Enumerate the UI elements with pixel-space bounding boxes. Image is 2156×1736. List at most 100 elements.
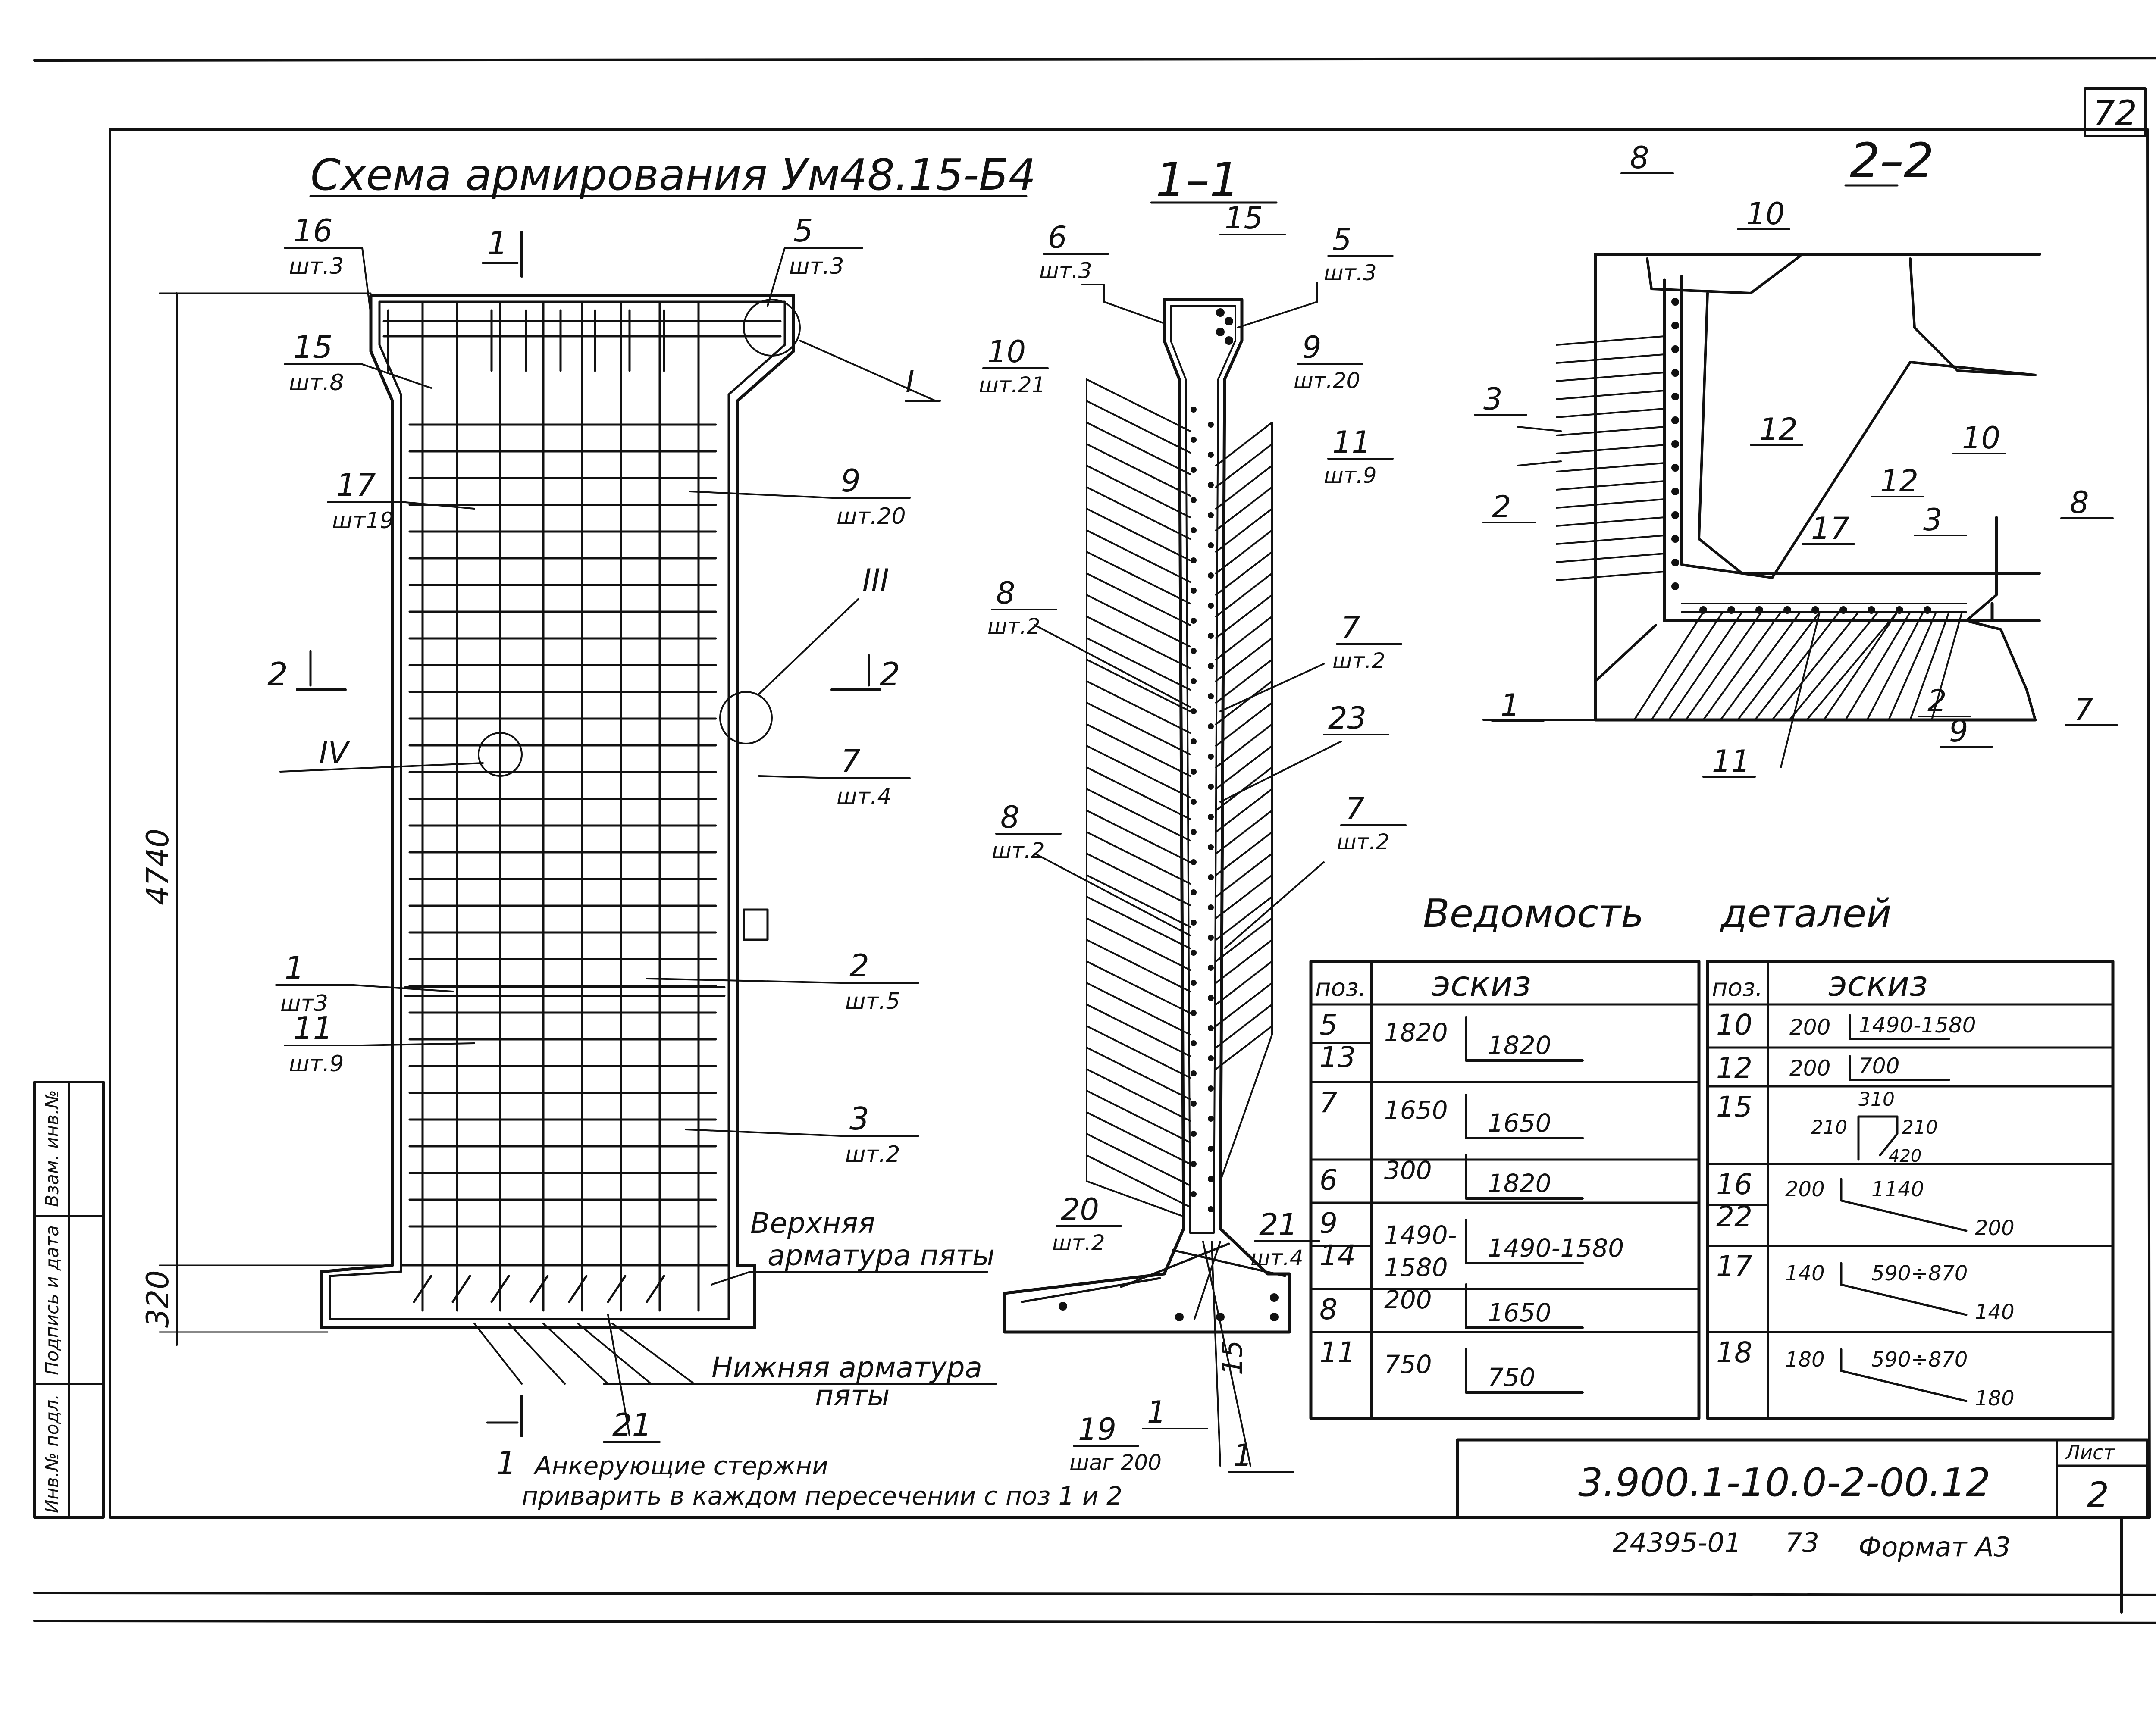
section-1-1: 1–1 6шт.3155шт.310шт.219шт.2011шт.98шт.2… xyxy=(979,152,1407,1475)
section-1-outline xyxy=(1003,298,1291,1334)
sketch-leg-b: 1650 xyxy=(1488,1108,1551,1138)
table-pos-15: 15 xyxy=(1716,1090,1752,1123)
s2-label-10: 10 xyxy=(1962,420,2000,456)
sketch-leg-a: 1490- xyxy=(1384,1220,1457,1250)
sketch-a: 180 xyxy=(1785,1348,1825,1372)
label-pos-11: 11 xyxy=(293,1010,333,1046)
side-stamp-replace: Взам. инв.№ xyxy=(41,1090,63,1207)
s1-label-7: 7 xyxy=(1341,610,1360,645)
label-qty-1: шт3 xyxy=(280,991,328,1017)
label-qty-11: шт.9 xyxy=(289,1051,344,1077)
label-qty-3: шт.2 xyxy=(845,1142,900,1167)
s2-label-7: 7 xyxy=(2074,692,2093,727)
s1-qty-5: шт.3 xyxy=(1324,260,1377,285)
s2-label-9: 9 xyxy=(1949,713,1968,749)
sketch-b: 1140 xyxy=(1871,1177,1924,1201)
node-circle-i xyxy=(743,299,801,357)
section-1-title: 1–1 xyxy=(1156,152,1240,207)
s1-qty-7: шт.2 xyxy=(1337,829,1390,854)
s1-label-1: 1 xyxy=(1233,1438,1253,1473)
sketch-b: 590÷870 xyxy=(1871,1348,1968,1372)
label-pos-17: 17 xyxy=(336,467,376,503)
dim-base: 320 xyxy=(140,1270,175,1328)
table-pos-9: 9 xyxy=(1319,1207,1338,1240)
sketch-c: 140 xyxy=(1975,1300,2015,1324)
sketch-leg-a: 200 xyxy=(1384,1285,1432,1314)
s1-label-19: 19 xyxy=(1078,1412,1116,1447)
label-pos-15: 15 xyxy=(293,329,333,365)
s2-label-2: 2 xyxy=(1927,683,1947,719)
section-2-title: 2–2 xyxy=(1850,133,1934,188)
sketch-a: 200 xyxy=(1789,1015,1830,1040)
s1-label-20: 20 xyxy=(1061,1192,1099,1227)
table-title-2: деталей xyxy=(1720,891,1892,936)
sketch-b: 700 xyxy=(1858,1054,1899,1079)
title-stamp: 3.900.1-10.0-2-00.12 Лист 2 24395-01 73 … xyxy=(1456,1438,2149,1563)
s2-label-12: 12 xyxy=(1880,463,1918,499)
label-pos-3: 3 xyxy=(849,1101,869,1137)
node-circle-iv xyxy=(478,732,523,777)
s1-qty-8: шт.2 xyxy=(992,838,1045,863)
label-qty-2: шт.5 xyxy=(845,988,900,1014)
footer-inv: 24395-01 xyxy=(1613,1527,1742,1558)
cut-1-bottom: 1 xyxy=(496,1444,517,1482)
footer-num: 73 xyxy=(1785,1527,1819,1558)
sketch-leg-b: 1490-1580 xyxy=(1488,1233,1624,1263)
s2-label-1: 1 xyxy=(1501,688,1520,723)
side-stamp-inv: Инв.№ подл. xyxy=(41,1394,63,1513)
table-pos-22: 22 xyxy=(1716,1200,1752,1233)
rebar-grid xyxy=(382,300,782,1312)
sketch-leg-a: 1650 xyxy=(1384,1095,1448,1125)
sketch-c: 200 xyxy=(1975,1216,2015,1240)
label-pos-21: 21 xyxy=(612,1407,652,1443)
cut-2-left: 2 xyxy=(267,655,288,693)
table-header-sketch: эскиз xyxy=(1828,964,1928,1004)
s1-label-23: 23 xyxy=(1328,701,1366,736)
side-stamp-sign: Подпись и дата xyxy=(41,1225,63,1375)
table-header-sketch: эскиз xyxy=(1432,964,1531,1004)
sketch-leg-a2: 1580 xyxy=(1384,1253,1448,1282)
label-pos-9: 9 xyxy=(841,463,861,499)
cut-2-right: 2 xyxy=(880,655,900,693)
sketch-a: 200 xyxy=(1785,1177,1825,1201)
table-pos-10: 10 xyxy=(1716,1008,1752,1042)
s2-label-12: 12 xyxy=(1759,412,1798,447)
sketch-a: 210 xyxy=(1811,1117,1847,1139)
s1-label-9: 9 xyxy=(1302,330,1322,365)
note-bottom-armature-1: Нижняя арматура xyxy=(711,1351,982,1384)
table-header-pos: поз. xyxy=(1712,974,1763,1002)
plan-view: Схема армирования Ум48.15-Б4 1 1 2 2 I xyxy=(140,150,1122,1511)
s1-label-7: 7 xyxy=(1345,791,1365,826)
sheet-number-box: 72 xyxy=(2084,87,2147,137)
sketch-leg-b: 1650 xyxy=(1488,1298,1551,1327)
dim-height: 4740 xyxy=(140,829,175,905)
label-qty-9: шт.20 xyxy=(837,504,906,529)
s1-label-8: 8 xyxy=(1000,800,1020,835)
sketch-leg-a: 750 xyxy=(1384,1350,1432,1379)
plan-outline xyxy=(320,294,795,1329)
sketch-a: 200 xyxy=(1789,1056,1830,1081)
leader-fan xyxy=(1034,282,1342,1217)
label-qty-16: шт.3 xyxy=(289,253,344,279)
sheet-label: Лист xyxy=(2065,1441,2115,1464)
s1-label-5: 5 xyxy=(1332,222,1352,257)
s1-label-10: 10 xyxy=(987,334,1026,369)
label-pos-7: 7 xyxy=(841,743,861,779)
s1-qty-9: шт.20 xyxy=(1294,368,1360,393)
sketch-leg-a: 1820 xyxy=(1384,1018,1448,1047)
s2-label-17: 17 xyxy=(1811,511,1849,546)
table-pos-12: 12 xyxy=(1716,1051,1752,1085)
sheet-frame xyxy=(33,57,2156,1624)
table-pos-18: 18 xyxy=(1716,1336,1752,1369)
table-pos-5: 5 xyxy=(1319,1008,1338,1042)
rebar-dots xyxy=(1059,308,1279,1321)
anchor-note-1: Анкерующие стержни xyxy=(533,1451,828,1480)
sketch-leg-b: 1820 xyxy=(1488,1169,1551,1198)
sketch-b: 590÷870 xyxy=(1871,1261,1968,1286)
s1-label-8: 8 xyxy=(996,576,1015,611)
sketch-leg-b: 1820 xyxy=(1488,1031,1551,1060)
node-label-i: I xyxy=(906,364,915,400)
label-qty-7: шт.4 xyxy=(837,784,892,810)
